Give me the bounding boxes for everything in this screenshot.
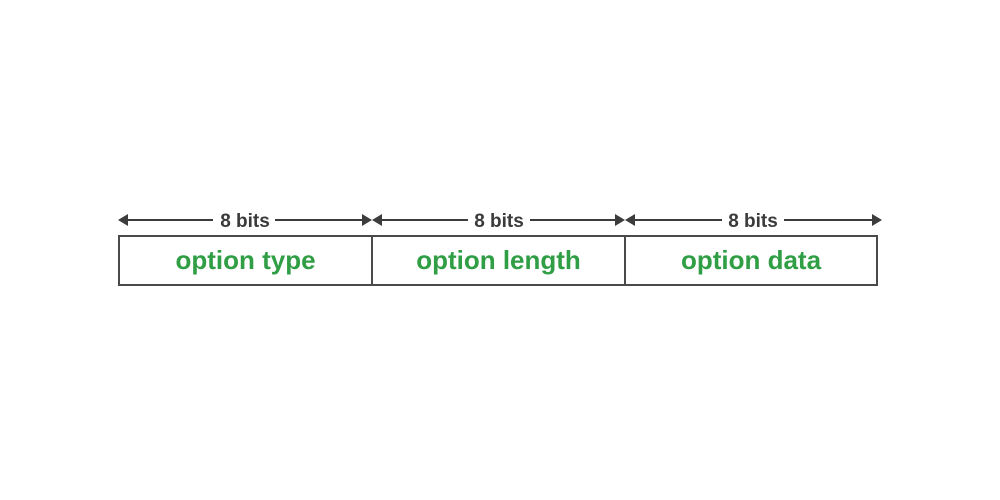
size-arrow [625, 214, 882, 226]
field-label: option data [681, 245, 822, 275]
arrow-right-head [615, 214, 625, 226]
arrow-right-head [872, 214, 882, 226]
field-label: option type [175, 245, 315, 275]
arrow-left-head [118, 214, 128, 226]
field-option-length: 8 bits option length [371, 211, 626, 286]
arrow-left-head [372, 214, 382, 226]
field-box [371, 235, 626, 286]
field-label: option length [416, 245, 581, 275]
size-label: 8 bits [474, 211, 524, 232]
size-arrow [118, 214, 372, 226]
field-option-type: 8 bits option type [118, 211, 373, 286]
arrow-right-head [362, 214, 372, 226]
size-label: 8 bits [220, 211, 270, 232]
field-box [624, 235, 878, 286]
size-label: 8 bits [728, 211, 778, 232]
field-option-data: 8 bits option data [624, 211, 882, 286]
arrow-left-head [625, 214, 635, 226]
field-box [118, 235, 373, 286]
size-arrow [372, 214, 625, 226]
